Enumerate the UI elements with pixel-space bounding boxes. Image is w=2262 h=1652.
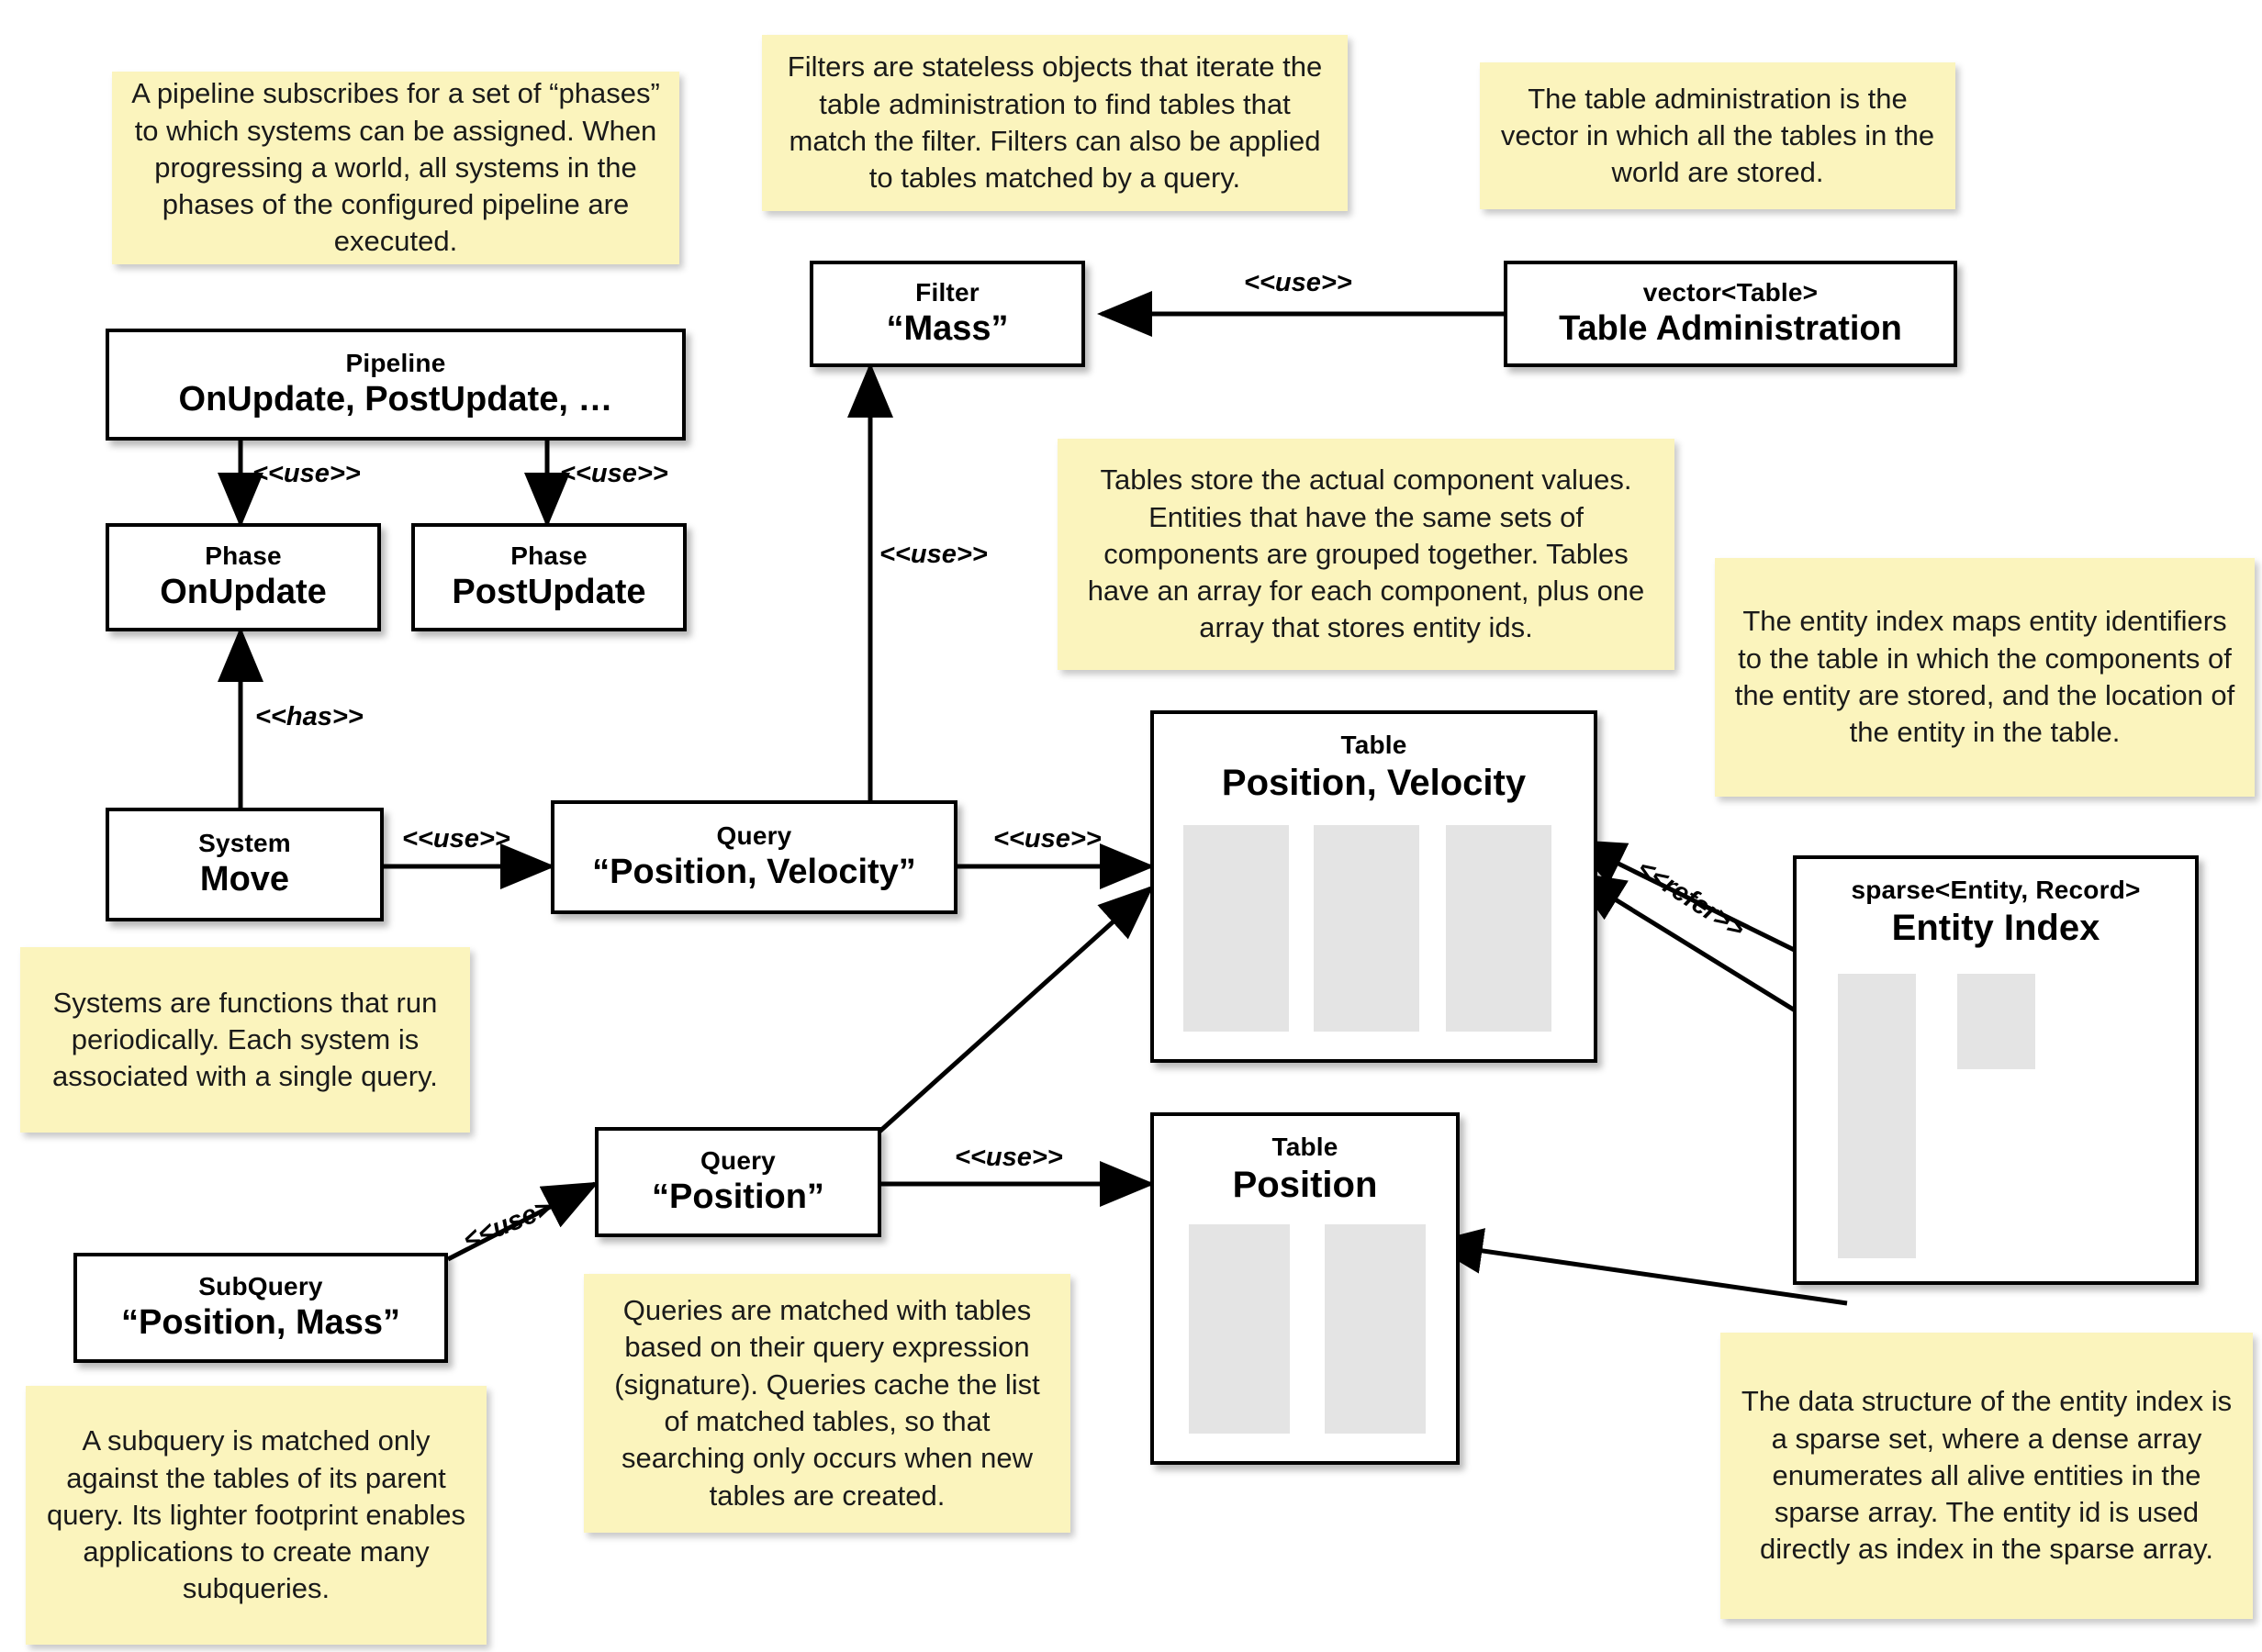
note-systems: Systems are functions that run periodica… <box>20 947 470 1133</box>
sparse-array <box>1838 974 1916 1258</box>
box-query-position-name: “Position” <box>652 1178 824 1217</box>
note-pipeline-text: A pipeline subscribes for a set of “phas… <box>131 77 660 258</box>
box-table-position-velocity-stereotype: Table <box>1340 731 1407 759</box>
edge-label-entityindex-refer: <<refer>> <box>1631 854 1750 944</box>
box-entity-index-name: Entity Index <box>1891 908 2100 949</box>
box-table-position[interactable]: Table Position <box>1150 1112 1460 1465</box>
array-column-position-2 <box>1189 1224 1290 1434</box>
box-query-position[interactable]: Query “Position” <box>595 1127 881 1237</box>
edge-label-system-query: <<use>> <box>402 824 510 854</box>
box-query-position-velocity-stereotype: Query <box>716 821 792 851</box>
box-phase-onupdate-name: OnUpdate <box>160 573 327 612</box>
edge-label-subquery-query: <<use>> <box>459 1187 571 1256</box>
box-table-position-velocity-name: Position, Velocity <box>1221 763 1527 804</box>
note-subquery: A subquery is matched only against the t… <box>26 1386 487 1645</box>
note-sparse-set: The data structure of the entity index i… <box>1720 1333 2253 1619</box>
note-queries-text: Queries are matched with tables based on… <box>614 1294 1040 1512</box>
note-entity-index-text: The entity index maps entity identifiers… <box>1734 605 2235 749</box>
box-query-position-velocity[interactable]: Query “Position, Velocity” <box>551 800 957 914</box>
box-filter-mass-stereotype: Filter <box>915 278 980 307</box>
box-subquery-position-mass[interactable]: SubQuery “Position, Mass” <box>73 1253 448 1363</box>
array-column-velocity <box>1314 825 1419 1032</box>
box-table-administration-stereotype: vector<Table> <box>1642 278 1819 307</box>
edge-label-pipeline-onupdate: <<use>> <box>252 459 361 488</box>
box-system-move-stereotype: System <box>198 829 291 858</box>
box-phase-onupdate-stereotype: Phase <box>205 541 282 571</box>
box-pipeline-stereotype: Pipeline <box>345 349 446 378</box>
box-table-position-velocity[interactable]: Table Position, Velocity <box>1150 710 1597 1063</box>
box-entity-index[interactable]: sparse<Entity, Record> Entity Index <box>1793 855 2199 1285</box>
box-system-move[interactable]: System Move <box>106 808 384 921</box>
note-tables: Tables store the actual component values… <box>1058 439 1674 670</box>
box-pipeline-name: OnUpdate, PostUpdate, … <box>178 380 613 419</box>
box-subquery-position-mass-stereotype: SubQuery <box>198 1272 323 1301</box>
note-pipeline: A pipeline subscribes for a set of “phas… <box>112 72 679 264</box>
box-filter-mass[interactable]: Filter “Mass” <box>810 261 1085 367</box>
box-query-position-velocity-name: “Position, Velocity” <box>592 853 916 892</box>
box-table-position-stereotype: Table <box>1271 1133 1338 1161</box>
edge-label-query-filter: <<use>> <box>879 540 988 569</box>
box-phase-postupdate-name: PostUpdate <box>452 573 646 612</box>
box-table-position-name: Position <box>1232 1165 1378 1206</box>
edge-label-queryposition-table: <<use>> <box>955 1143 1063 1172</box>
note-entity-index: The entity index maps entity identifiers… <box>1715 558 2255 797</box>
box-subquery-position-mass-name: “Position, Mass” <box>120 1303 401 1343</box>
line-entityindex-to-tablepos <box>1428 1228 1848 1306</box>
box-filter-mass-name: “Mass” <box>886 309 1009 349</box>
box-phase-postupdate[interactable]: Phase PostUpdate <box>411 523 687 631</box>
edge-label-pipeline-postupdate: <<use>> <box>560 459 668 488</box>
note-filters-text: Filters are stateless objects that itera… <box>787 50 1323 195</box>
array-column-position <box>1183 825 1289 1032</box>
box-entity-index-stereotype: sparse<Entity, Record> <box>1851 876 2141 904</box>
line-queryposition-to-tablepv <box>868 885 1154 1142</box>
note-table-administration: The table administration is the vector i… <box>1480 62 1955 209</box>
box-phase-onupdate[interactable]: Phase OnUpdate <box>106 523 381 631</box>
note-subquery-text: A subquery is matched only against the t… <box>46 1424 466 1605</box>
edge-label-query-table: <<use>> <box>993 824 1102 854</box>
note-systems-text: Systems are functions that run periodica… <box>52 986 438 1093</box>
note-sparse-set-text: The data structure of the entity index i… <box>1741 1385 2233 1566</box>
box-pipeline[interactable]: Pipeline OnUpdate, PostUpdate, … <box>106 329 686 441</box>
note-queries: Queries are matched with tables based on… <box>584 1274 1070 1533</box>
note-table-administration-text: The table administration is the vector i… <box>1500 82 1935 189</box>
array-column-entity-ids-2 <box>1325 1224 1426 1434</box>
note-filters: Filters are stateless objects that itera… <box>762 35 1348 211</box>
edge-label-system-phase: <<has>> <box>255 702 364 731</box>
box-table-administration-name: Table Administration <box>1559 309 1902 349</box>
edge-label-tableadmin-filter: <<use>> <box>1244 268 1352 297</box>
note-tables-text: Tables store the actual component values… <box>1087 463 1645 644</box>
box-query-position-stereotype: Query <box>700 1146 776 1176</box>
dense-array <box>1957 974 2035 1069</box>
box-phase-postupdate-stereotype: Phase <box>510 541 588 571</box>
box-table-administration[interactable]: vector<Table> Table Administration <box>1504 261 1957 367</box>
array-column-entity-ids <box>1446 825 1551 1032</box>
box-system-move-name: Move <box>199 860 290 899</box>
